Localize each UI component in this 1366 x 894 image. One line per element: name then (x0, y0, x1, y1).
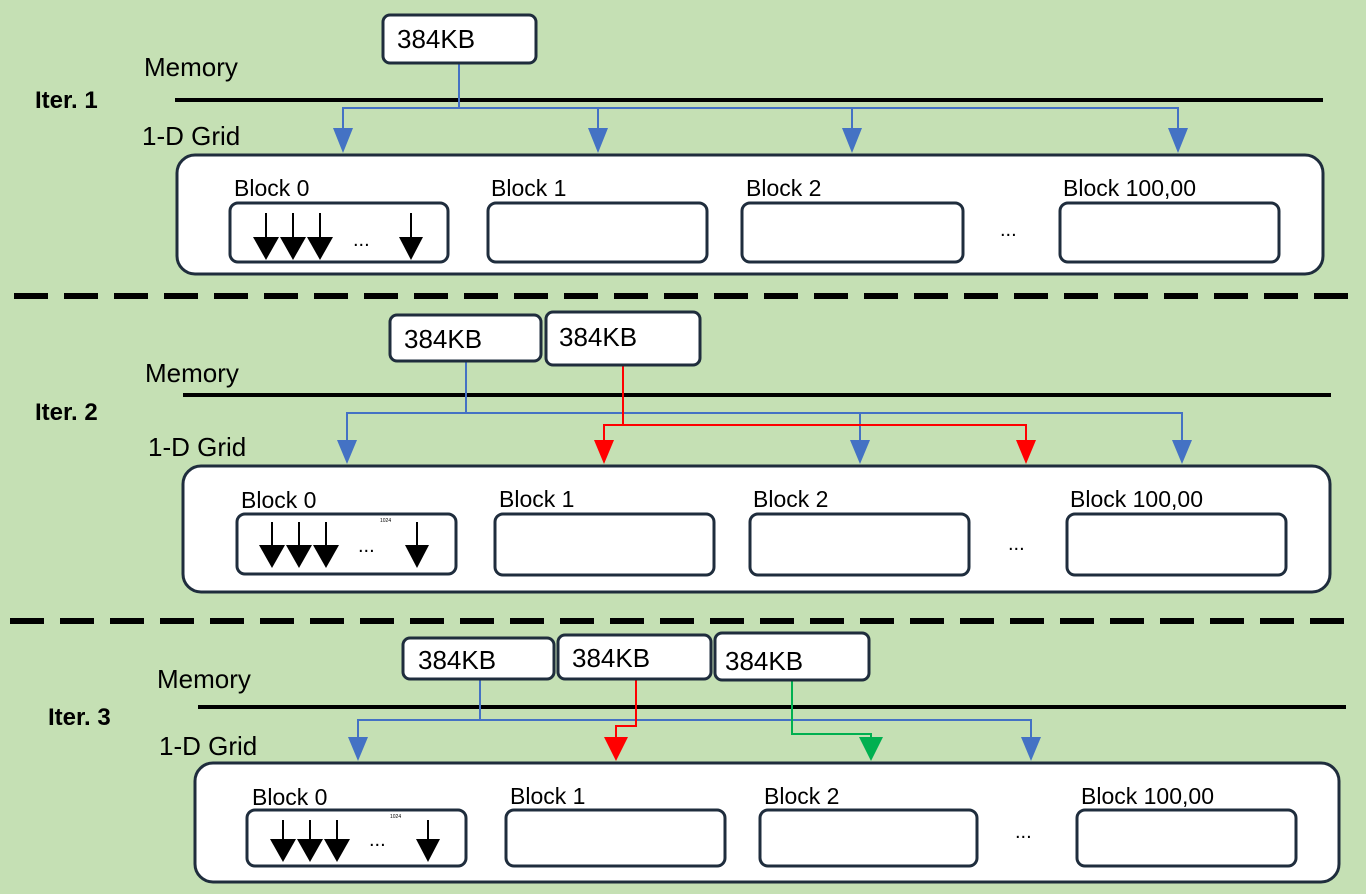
memory-label: Memory (144, 52, 238, 82)
arrowhead-block-n (1021, 737, 1041, 761)
memory-chunk-3 (713, 631, 871, 682)
block-n (1058, 201, 1281, 264)
thread-arrows (259, 522, 429, 568)
threads-ellipsis: ... (358, 535, 375, 557)
grid-label: 1-D Grid (148, 432, 246, 462)
grid-label: 1-D Grid (159, 731, 257, 761)
memory-chunk (381, 13, 538, 65)
block-2 (740, 201, 965, 264)
arrowhead-block-2 (850, 440, 870, 464)
iter-label: Iter. 1 (35, 87, 98, 114)
blocks-ellipsis: ... (1008, 533, 1025, 555)
red-connector (603, 365, 1027, 440)
memory-chunk-1 (388, 313, 543, 363)
arrowhead-red-far (1016, 440, 1036, 464)
arrowhead-block-1 (588, 128, 608, 153)
panel-iter-1: Iter. 1 Memory 1-D Grid 384KB Block 0 Bl… (35, 13, 1325, 276)
chunk-label: 384KB (418, 645, 496, 675)
memory-chunk-2 (556, 633, 713, 681)
block-n (1065, 512, 1288, 577)
grid-label: 1-D Grid (142, 121, 240, 151)
chunk-label: 384KB (397, 24, 475, 54)
blocks-ellipsis: ... (1000, 219, 1017, 241)
block-2-label: Block 2 (746, 175, 821, 201)
block-n (1075, 808, 1298, 868)
block-0 (228, 201, 450, 264)
iter-label: Iter. 2 (35, 399, 98, 426)
arrowhead-block-1 (594, 440, 614, 464)
memory-chunk-1 (401, 636, 556, 681)
arrowhead-block-n (1168, 128, 1188, 153)
block-1-label: Block 1 (491, 175, 566, 201)
threads-ellipsis: ... (353, 229, 370, 251)
arrowhead-block-0 (333, 128, 353, 153)
arrowhead-block-2 (842, 128, 862, 153)
block-0 (245, 808, 468, 868)
iter-label: Iter. 3 (48, 704, 111, 731)
tiny-label: 1024 (380, 518, 391, 524)
green-connector (791, 680, 872, 740)
block-1-label: Block 1 (510, 783, 585, 809)
arrowhead-block-0 (348, 737, 368, 761)
arrowhead-block-n (1172, 440, 1192, 464)
block-0-label: Block 0 (252, 784, 327, 810)
chunk-label: 384KB (559, 322, 637, 352)
block-n-label: Block 100,00 (1070, 486, 1203, 512)
block-1 (504, 808, 727, 868)
block-1-label: Block 1 (499, 486, 574, 512)
memory-label: Memory (157, 664, 251, 694)
thread-arrows (253, 213, 423, 260)
tiny-label: 1024 (390, 814, 401, 820)
arrowhead-block-0 (337, 440, 357, 464)
blue-connector (346, 361, 1183, 440)
block-0-label: Block 0 (234, 175, 309, 201)
threads-ellipsis: ... (369, 829, 386, 851)
block-2-label: Block 2 (753, 486, 828, 512)
block-2 (758, 808, 979, 868)
blocks-ellipsis: ... (1015, 821, 1032, 843)
panel-iter-3: Iter. 3 Memory 1-D Grid 384KB 384KB 384K… (48, 631, 1346, 884)
memory-chunk-2 (544, 310, 702, 367)
block-1 (486, 201, 709, 264)
arrowhead-block-1 (604, 737, 628, 761)
blue-connector (342, 63, 1179, 128)
panel-iter-2: Iter. 2 Memory 1-D Grid 384KB 384KB Bloc… (35, 310, 1332, 594)
blue-connector (357, 679, 1032, 737)
block-0-label: Block 0 (241, 487, 316, 513)
chunk-label: 384KB (404, 324, 482, 354)
block-0 (235, 512, 458, 576)
red-connector (615, 680, 637, 737)
chunk-label: 384KB (572, 643, 650, 673)
chunk-label: 384KB (725, 646, 803, 676)
block-1 (493, 512, 716, 577)
block-2 (748, 512, 971, 577)
block-n-label: Block 100,00 (1081, 783, 1214, 809)
memory-label: Memory (145, 358, 239, 388)
block-n-label: Block 100,00 (1063, 175, 1196, 201)
block-2-label: Block 2 (764, 783, 839, 809)
thread-arrows (270, 820, 440, 862)
arrowhead-block-2 (859, 737, 883, 761)
